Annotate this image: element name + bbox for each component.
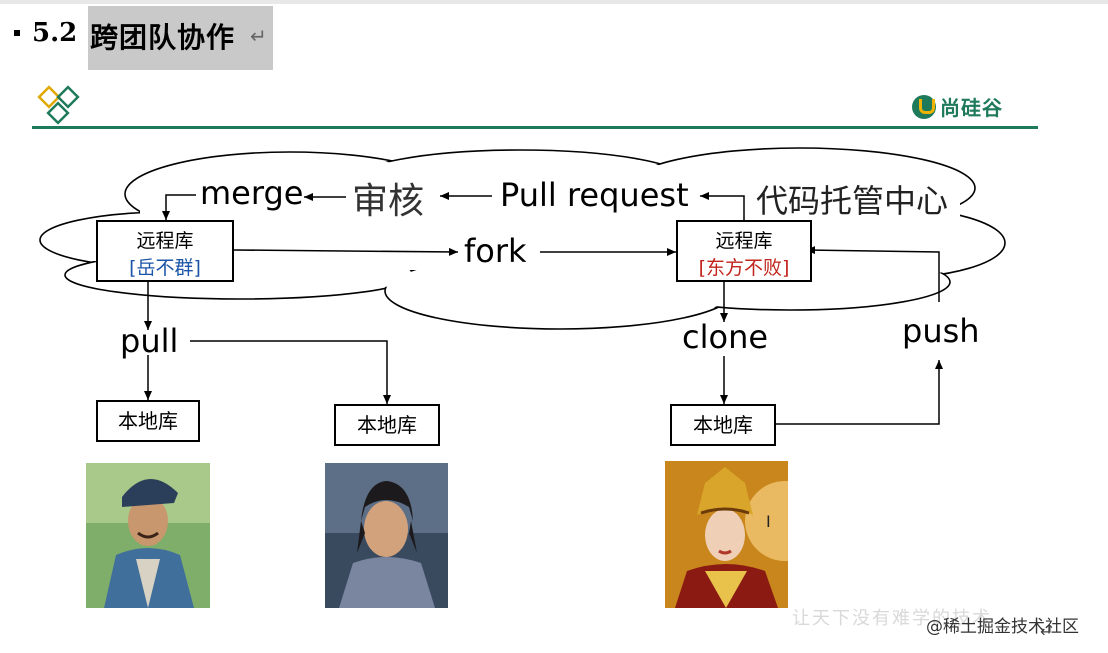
heading-bullet <box>14 30 20 36</box>
heading-highlight <box>88 6 273 70</box>
local-repo-3-label: 本地库 <box>693 413 753 437</box>
portrait-left-character <box>86 463 210 608</box>
portrait-middle-character <box>325 463 448 608</box>
window-top-border <box>0 0 1108 4</box>
arrows <box>144 192 943 425</box>
cloud-title: 代码托管中心 <box>756 182 949 220</box>
local-repo-1-label: 本地库 <box>118 409 178 433</box>
local-repo-1: 本地库 <box>96 400 200 442</box>
remote-repo-left: 远程库 [岳不群] <box>96 220 234 282</box>
pull-label: pull <box>120 322 179 360</box>
heading-number: 5.2 <box>32 18 78 48</box>
push-label: push <box>902 312 980 350</box>
remote-right-title: 远程库 <box>715 230 773 252</box>
fork-label: fork <box>464 232 527 270</box>
brand-name: 尚硅谷 <box>940 96 1003 120</box>
footer-return-mark-icon: ↵ <box>1040 622 1054 641</box>
brand-mark-icon <box>912 94 936 119</box>
watermark-text: 让天下没有难学的技术 <box>792 608 992 629</box>
remote-left-owner: [岳不群] <box>129 257 201 279</box>
portrait-right-character <box>665 461 788 608</box>
return-mark-icon: ↵ <box>250 24 267 48</box>
local-repo-3: 本地库 <box>670 404 776 446</box>
diamond-logo-icon <box>37 85 80 125</box>
merge-label: merge <box>200 174 304 212</box>
local-repo-2-label: 本地库 <box>357 413 417 437</box>
clone-label: clone <box>682 318 769 356</box>
heading-title: 跨团队协作 <box>90 21 236 54</box>
header-divider <box>32 126 1038 129</box>
remote-right-owner: [东方不败] <box>698 257 790 279</box>
local-repo-2: 本地库 <box>334 404 440 446</box>
text-cursor-icon: I <box>766 512 771 531</box>
review-label: 审核 <box>352 181 425 222</box>
source-credit: @稀土掘金技术社区 <box>926 617 1079 637</box>
remote-repo-right: 远程库 [东方不败] <box>676 220 812 282</box>
remote-left-title: 远程库 <box>136 230 194 252</box>
brand-logo: 尚硅谷 <box>912 92 1003 121</box>
pull-request-label: Pull request <box>500 176 689 214</box>
